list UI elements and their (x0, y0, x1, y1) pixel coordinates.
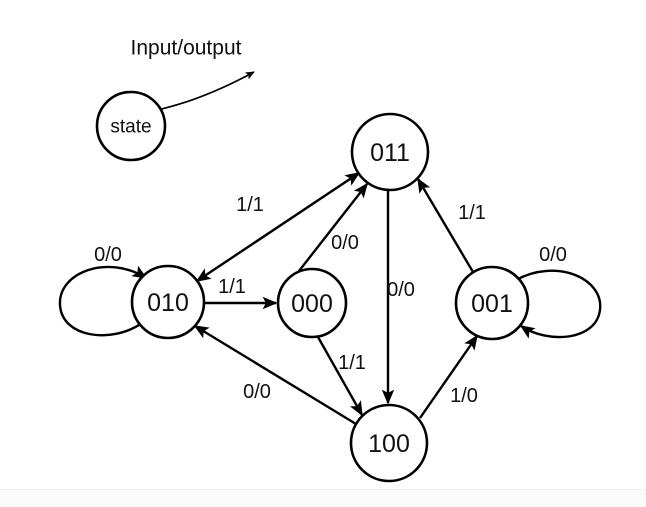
state-node-010[interactable]: 010 (130, 264, 206, 340)
state-node-000[interactable]: 000 (276, 267, 348, 339)
state-node-001-label: 001 (471, 290, 513, 318)
edge-010-self: 0/0 (58, 244, 148, 337)
state-node-011-circle[interactable] (350, 112, 430, 192)
state-node-000-circle[interactable] (276, 267, 348, 339)
edge-label-000-100: 1/1 (338, 352, 366, 374)
edge-100-001: 1/0 (419, 334, 478, 419)
edge-100-010: 0/0 (193, 324, 357, 426)
edge-label-001-011: 1/1 (458, 202, 486, 224)
legend-state-circle (95, 90, 167, 162)
edge-000-011: 0/0 (298, 182, 368, 272)
edge-label-011-100: 0/0 (387, 279, 415, 301)
state-node-010-label: 010 (147, 289, 189, 317)
edge-100-001-path (419, 334, 478, 419)
edge-001-011: 1/1 (416, 177, 486, 273)
state-node-001-circle[interactable] (454, 265, 530, 341)
edge-label-001-self: 0/0 (539, 244, 567, 266)
edge-011-100: 0/0 (381, 190, 415, 405)
edge-label-100-010: 0/0 (243, 381, 271, 403)
edge-label-010-self: 0/0 (94, 244, 122, 266)
bottom-divider (0, 489, 646, 507)
edge-010-000: 1/1 (205, 276, 278, 310)
edge-label-010-011: 1/1 (236, 194, 264, 216)
state-node-000-label: 000 (291, 290, 333, 318)
edge-label-010-000: 1/1 (218, 276, 246, 298)
edge-010-011: 1/1 (195, 172, 361, 282)
edge-label-100-001: 1/0 (450, 385, 478, 407)
legend-group: Input/output state (95, 37, 255, 162)
legend-state-label: state (110, 117, 151, 138)
legend-caption: Input/output (131, 37, 242, 60)
edge-001-self-path (515, 269, 602, 339)
edge-000-100: 1/1 (316, 336, 366, 417)
state-node-100-circle[interactable] (349, 403, 429, 483)
edge-010-self-path (58, 265, 148, 337)
state-node-011-label: 011 (370, 139, 410, 167)
state-node-010-circle[interactable] (130, 264, 206, 340)
state-node-001[interactable]: 001 (454, 265, 530, 341)
edge-000-011-path (298, 182, 368, 272)
edge-001-011-path (416, 177, 475, 273)
edge-010-011-path (195, 172, 361, 282)
edge-100-010-path (193, 324, 357, 426)
state-node-100-label: 100 (368, 430, 410, 458)
state-node-011[interactable]: 011 (350, 112, 430, 192)
state-node-100[interactable]: 100 (349, 403, 429, 483)
edge-000-100-path (316, 336, 364, 417)
edge-001-self: 0/0 (515, 244, 602, 339)
edge-label-000-011: 0/0 (331, 232, 359, 254)
